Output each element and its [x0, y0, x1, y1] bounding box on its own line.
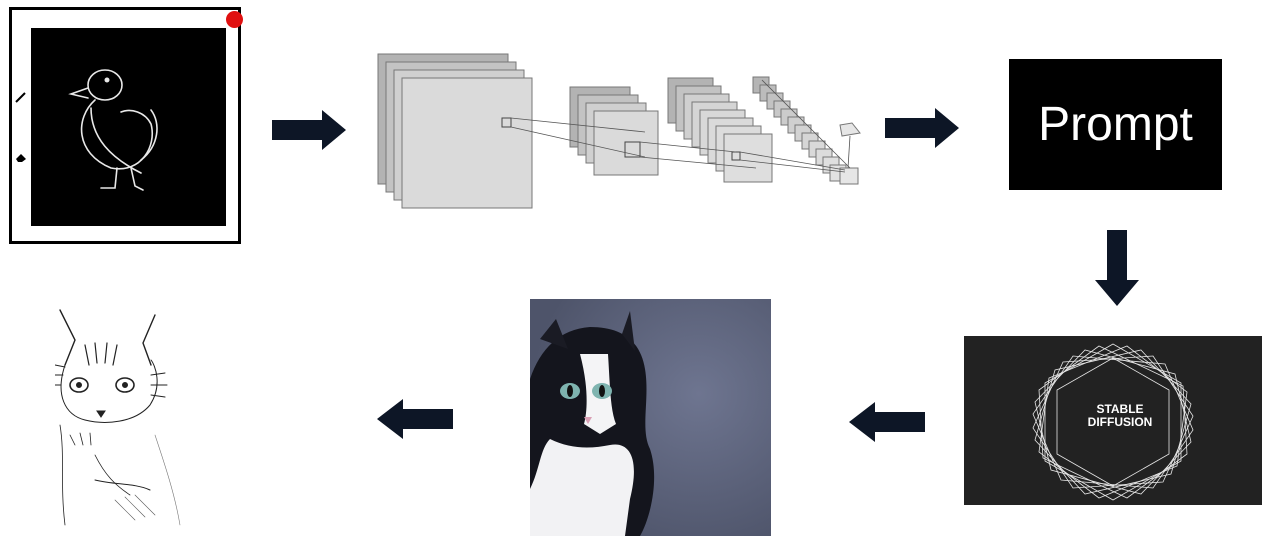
cat-sketch-output: [55, 305, 190, 533]
arrow-icon: [849, 402, 925, 442]
arrow-icon: [885, 108, 959, 148]
sd-line-1: STABLE: [1096, 402, 1144, 416]
generated-cat-photo: [530, 299, 771, 536]
bird-eye: [104, 77, 110, 83]
stable-diffusion-logo-panel: [964, 336, 1262, 505]
cnn-diagram: [370, 50, 870, 220]
stable-diffusion-title: STABLE DIFFUSION: [1075, 403, 1165, 429]
sd-line-2: DIFFUSION: [1087, 415, 1153, 429]
stable-diffusion-logo: [1032, 343, 1194, 501]
arrow-icon: [377, 399, 453, 439]
prompt-box: Prompt: [1009, 59, 1222, 190]
arrow-icon: [272, 110, 346, 150]
bird-sketch: [68, 69, 158, 191]
prompt-label: Prompt: [1038, 98, 1193, 151]
pen-icon[interactable]: [14, 90, 28, 104]
record-dot-icon[interactable]: [226, 11, 243, 28]
arrow-icon: [1095, 230, 1139, 306]
eraser-icon[interactable]: [14, 150, 28, 164]
drawing-canvas[interactable]: [31, 28, 226, 226]
